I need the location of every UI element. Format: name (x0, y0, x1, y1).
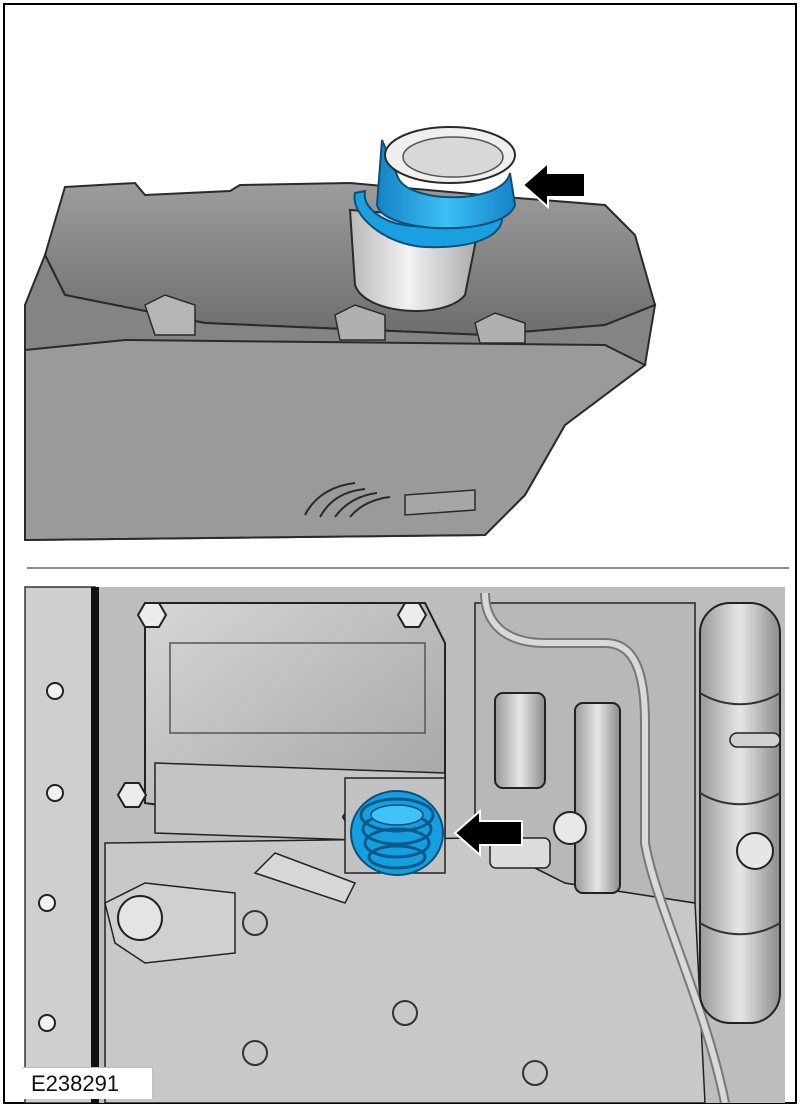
filter-neck-inner (402, 136, 504, 178)
upper-view (5, 5, 795, 565)
figure-id-label: E238291 (23, 1067, 153, 1099)
accumulator-cap (736, 832, 774, 870)
solenoid (574, 702, 621, 894)
harness-rail-highlight (482, 592, 728, 1103)
lower-view (5, 583, 795, 1103)
arrow-left-icon (453, 808, 523, 858)
arrow-left-icon (521, 160, 586, 210)
solenoid-connector (553, 811, 587, 845)
lower-view-drawing (24, 586, 785, 1103)
bracket-arm (253, 852, 357, 904)
pan-vent-fins (304, 482, 391, 518)
valve-block-panel (169, 642, 426, 734)
accumulator-slot (729, 732, 781, 748)
solenoid (494, 692, 546, 789)
pan-rib (144, 294, 196, 336)
pan-lower-rim (24, 338, 647, 542)
pan-rib (474, 312, 526, 344)
filter-seal (375, 139, 517, 230)
illustration-frame: E238291 (3, 3, 797, 1104)
bore-seal-inner (370, 804, 424, 826)
view-divider (27, 567, 789, 569)
valve-body-edge (24, 586, 96, 1103)
bracket-boss (117, 895, 163, 941)
pan-tab (404, 489, 476, 516)
accumulator-tube (699, 602, 781, 1024)
bolt-group (38, 682, 64, 1032)
bore-seal-grooves (359, 797, 435, 870)
plate-bosses (242, 910, 548, 1086)
pan-rib (334, 304, 386, 341)
accumulator-rings (699, 692, 781, 936)
upper-view-drawing (24, 126, 657, 542)
